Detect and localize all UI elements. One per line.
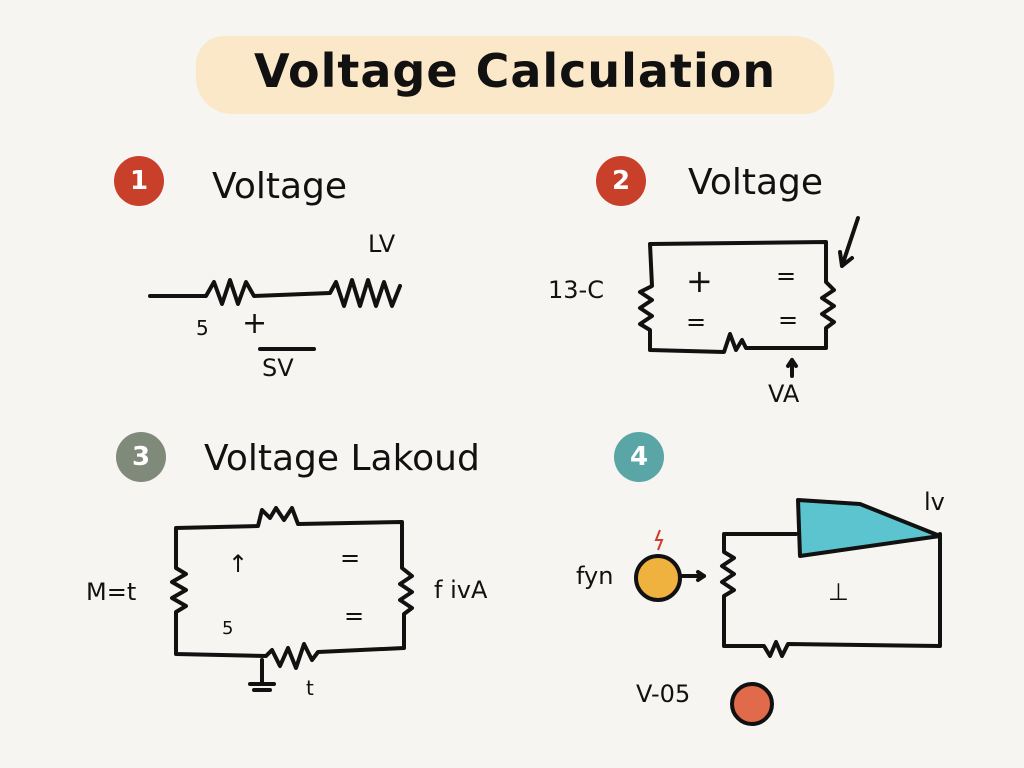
panel-4-label-v05: V-05 xyxy=(636,680,691,708)
page-title: Voltage Calculation xyxy=(253,44,777,98)
panel-2-label-va: VA xyxy=(768,380,800,408)
panel-2-circuit xyxy=(638,240,836,354)
panel-1-label-plus: + xyxy=(242,306,268,341)
panel-2-va-arrow xyxy=(786,358,798,378)
panel-4-source xyxy=(634,554,682,602)
panel-4-circuit xyxy=(720,532,942,658)
panel-3-label-5: 5 xyxy=(222,618,234,639)
panel-2-label-eq3: = xyxy=(778,306,799,334)
panel-2-label-13c: 13-C xyxy=(548,276,604,304)
panel-1-wire xyxy=(148,278,402,308)
panel-3-label-eq1: = xyxy=(340,544,361,572)
panel-4-label-perp: ⊥ xyxy=(828,578,849,606)
step-badge-1: 1 xyxy=(114,156,164,206)
panel-1-label-sv: SV xyxy=(262,354,294,382)
panel-3-label-fiva: f ivA xyxy=(434,576,488,604)
panel-4-wedge xyxy=(796,498,942,558)
panel-3-label-eq2: = xyxy=(344,602,365,630)
step-badge-3: 3 xyxy=(116,432,166,482)
panel-2-label-plus: + xyxy=(686,262,713,300)
panel-4-spark-icon xyxy=(654,529,664,551)
step-badge-2: 2 xyxy=(596,156,646,206)
panel-2-label-eq1: = xyxy=(776,262,797,290)
step-badge-4: 4 xyxy=(614,432,664,482)
panel-3-label-mt: M=t xyxy=(86,578,137,606)
panel-3-circuit xyxy=(170,506,414,670)
panel-1-label-5: 5 xyxy=(196,316,209,340)
panel-3-ground xyxy=(248,658,276,692)
panel-3-label-t: t xyxy=(306,676,314,700)
panel-2-label-eq2: = xyxy=(686,308,707,336)
panel-3-heading: Voltage Lakoud xyxy=(204,438,480,479)
panel-4-label-lv: lv xyxy=(924,488,945,516)
panel-2-arrow xyxy=(838,216,860,268)
panel-1-label-lv: LV xyxy=(368,230,396,258)
panel-2-heading: Voltage xyxy=(688,162,824,203)
panel-1-heading: Voltage xyxy=(212,166,348,207)
panel-4-source-arrow xyxy=(680,570,706,582)
panel-4-meter xyxy=(730,682,774,726)
title-band xyxy=(196,36,834,114)
panel-3-label-arrow: ↑ xyxy=(228,550,249,578)
panel-4-label-fyn: fyn xyxy=(576,562,614,590)
